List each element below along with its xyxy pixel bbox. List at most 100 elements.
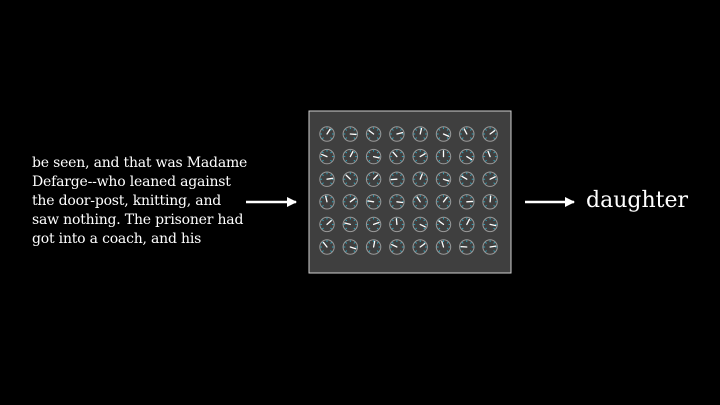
dial-tick [423,219,426,222]
dial-grid [319,126,498,255]
dial-gauge [435,239,452,255]
dial-gauge [319,239,335,255]
dial-tick [493,182,496,185]
dial-needle [419,223,426,228]
dial-tick [345,242,348,244]
dial-needle [489,195,492,203]
dial-tick [415,182,417,185]
dial-tick [400,137,402,139]
dial-needle [367,200,375,203]
dial-tick [368,129,371,131]
dial-needle [372,221,380,226]
dial-tick [446,137,449,139]
dial-gauge [389,148,405,165]
dial-tick [415,137,417,139]
dial-tick [470,129,472,131]
dial-tick [322,196,324,199]
dial-tick [423,227,426,230]
dial-needle [395,218,398,226]
dial-tick [391,129,394,131]
dial-tick [330,242,332,244]
dial-tick [400,227,402,230]
dial-needle [442,196,448,203]
dial-ring [459,239,475,255]
input-text-line: be seen, and that was Madame [32,155,248,171]
dial-tick [368,182,371,185]
dial-tick [446,159,449,162]
dial-tick [461,174,464,176]
dial-needle [461,175,468,180]
dial-gauge [412,171,428,187]
dial-tick [461,205,464,207]
dial-ring [412,148,428,165]
dial-needle [326,219,332,226]
dial-gauge [459,148,475,165]
dial-tick [493,151,496,154]
dial-gauge [365,126,382,142]
dial-tick [446,227,449,230]
dial-tick [438,219,441,222]
dial-needle [419,242,426,248]
dial-tick [485,205,487,207]
dial-gauge [435,126,452,142]
dial-tick [391,137,394,139]
dial-ring [365,126,382,142]
dial-needle [419,127,423,135]
dial-tick [415,219,417,222]
dial-tick [391,196,394,199]
dial-tick [415,196,417,199]
dial-ring [482,126,498,142]
dial-tick [353,205,356,207]
dial-gauge [482,126,498,142]
dial-tick [368,205,371,207]
dial-ring [482,148,498,165]
dial-gauge [342,148,358,165]
dial-needle [368,129,375,135]
dial-tick [391,205,394,207]
dial-ring [482,239,498,255]
dial-tick [345,227,348,230]
dial-tick [461,242,464,244]
dial-gauge [412,148,428,165]
dial-ring [412,194,428,210]
dial-tick [446,250,449,252]
dial-tick [438,129,441,131]
dial-tick [485,219,487,222]
dial-tick [470,174,472,176]
dial-tick [493,242,496,244]
input-text-passage: be seen, and that was Madame Defarge--wh… [32,154,247,249]
dial-tick [322,227,324,230]
dial-ring [319,148,335,165]
dial-gauge [389,216,405,233]
dial-tick [400,250,402,252]
dial-tick [493,196,496,199]
dial-gauge [412,126,428,142]
dial-tick [446,182,449,185]
dial-tick [353,151,356,154]
dial-ring [342,148,358,165]
dial-gauge [365,171,382,187]
dial-tick [415,242,417,244]
dial-ring [389,216,405,233]
dial-tick [415,174,417,176]
dial-tick [461,196,464,199]
dial-ring [389,171,405,187]
dial-gauge [435,171,452,187]
dial-tick [446,129,449,131]
dial-tick [461,159,464,162]
input-text-line: saw nothing. The prisoner had [32,212,244,228]
dial-tick [376,196,379,199]
dial-needle [349,197,356,203]
dial-tick [400,205,402,207]
dial-tick [485,242,487,244]
dial-tick [322,129,324,131]
dial-tick [400,182,402,185]
dial-tick [376,227,379,230]
dial-ring [435,194,452,210]
dial-tick [330,159,332,162]
dial-tick [470,227,472,230]
dial-needle [372,155,380,159]
dial-needle [345,174,351,180]
dial-gauge [365,194,382,210]
